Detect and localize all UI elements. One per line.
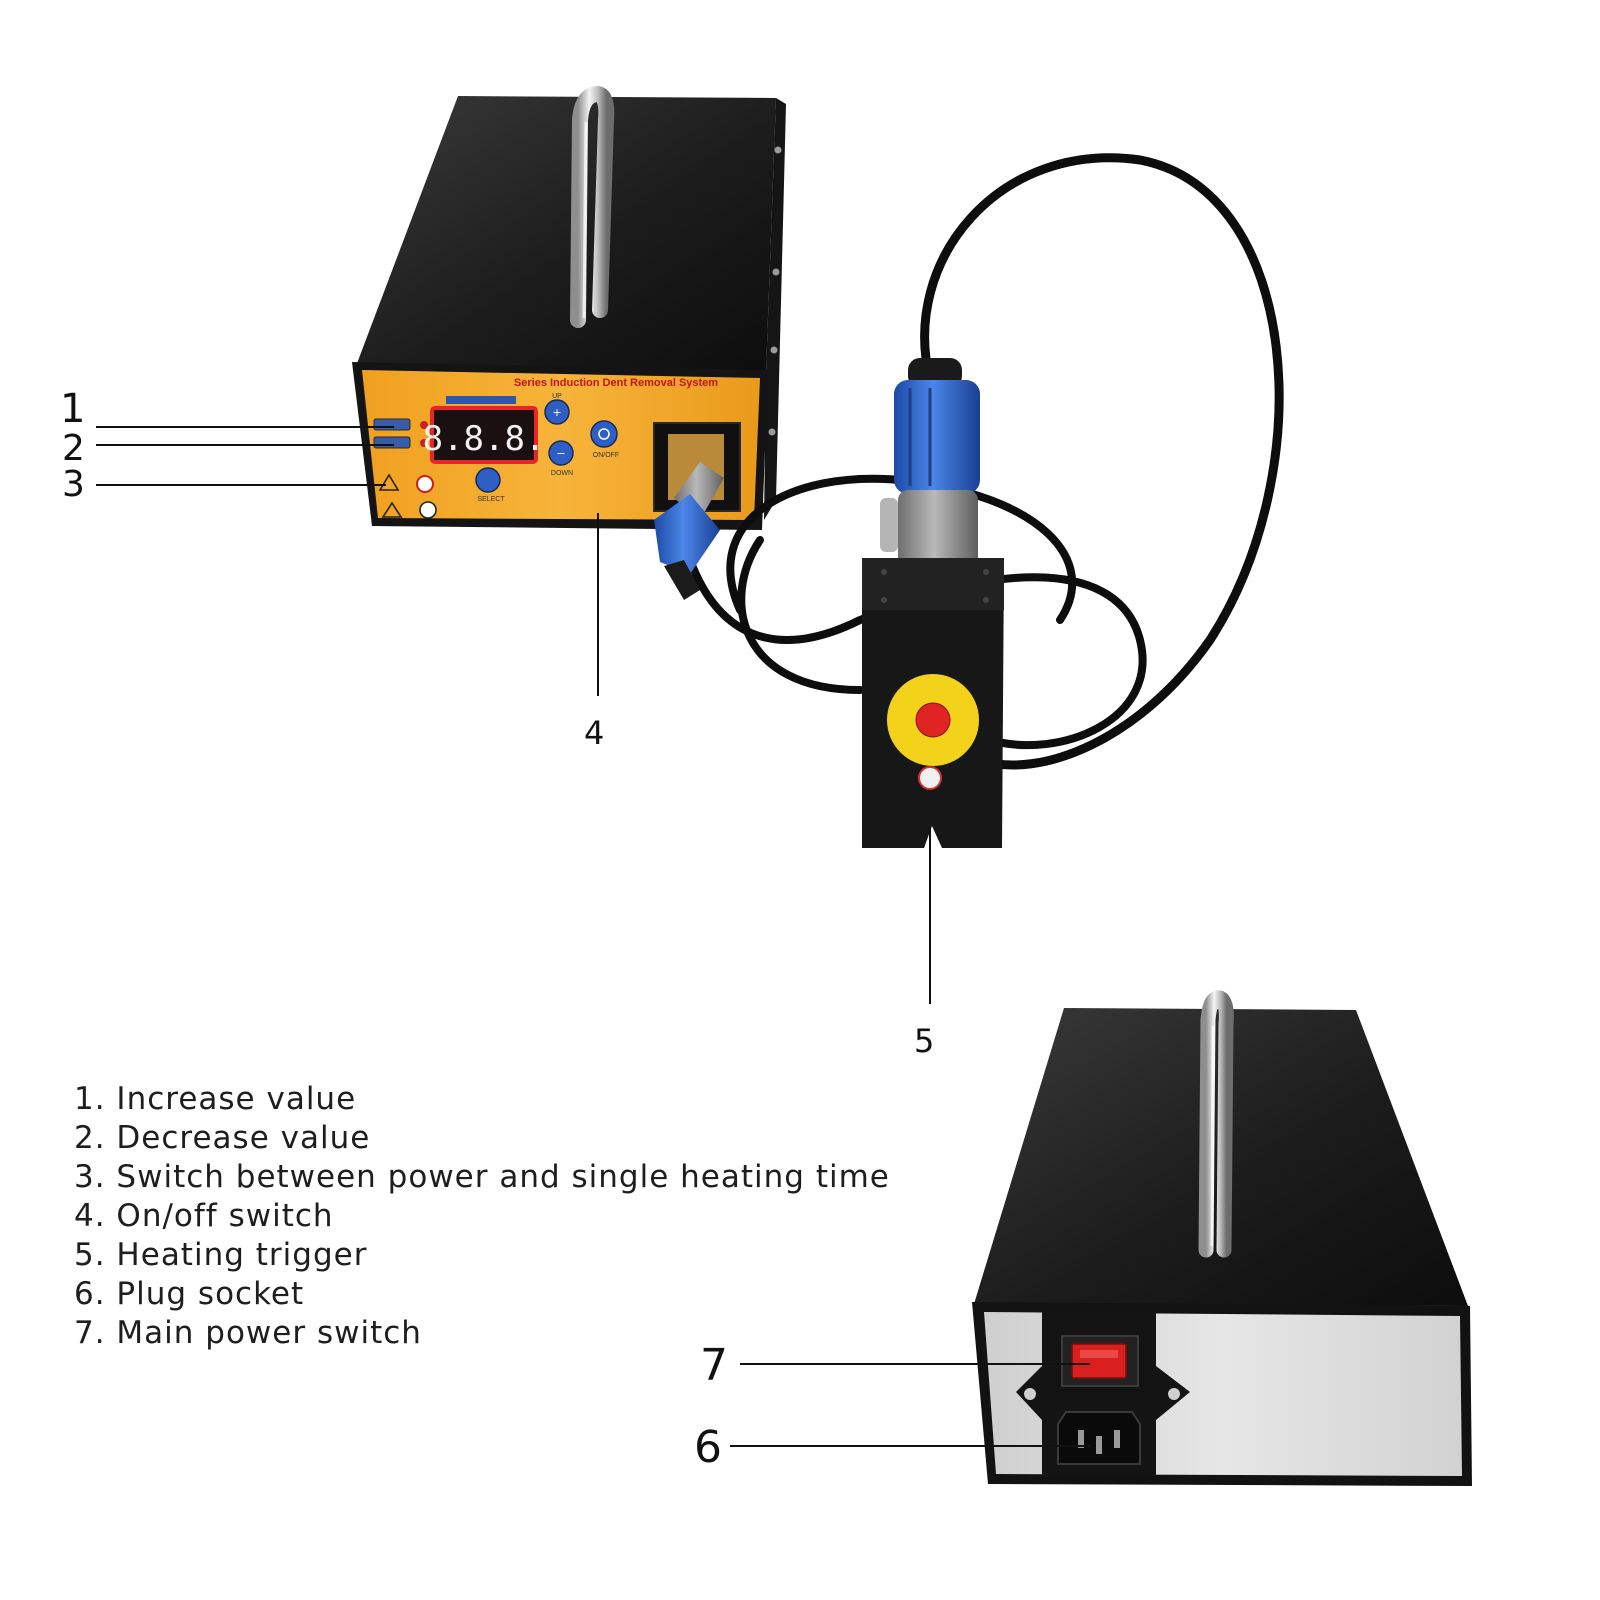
cable-loop-front — [737, 536, 864, 694]
callout-number-6: 6 — [694, 1422, 722, 1473]
decrease-button[interactable] — [373, 436, 411, 449]
increase-button[interactable] — [373, 418, 411, 431]
heating-handpiece — [862, 358, 1004, 848]
callout-numbers: 1 2 3 4 5 7 6 — [60, 386, 934, 1473]
no-pacemaker-icon-1 — [416, 475, 434, 493]
panel-connector — [654, 462, 724, 600]
label-up: UP — [552, 393, 562, 400]
warning-icon-2 — [381, 501, 403, 518]
legend-item: 6. Plug socket — [74, 1276, 305, 1312]
panel-connector-blue — [654, 494, 720, 574]
display-reading: 8.8.8. — [423, 419, 546, 459]
callout-lines — [96, 426, 1090, 1447]
no-pacemaker-icon-2 — [419, 501, 437, 519]
label-down: DOWN — [551, 470, 573, 477]
handpiece-indicator-icon — [918, 766, 942, 790]
cable-loop-middle — [686, 556, 1147, 750]
svg-text:+: + — [552, 406, 561, 419]
main-power-switch[interactable] — [1071, 1343, 1127, 1379]
legend-list: 1. Increase value 2. Decrease value 3. S… — [74, 1080, 890, 1353]
callout-number-2: 2 — [62, 428, 85, 469]
up-button[interactable] — [544, 399, 570, 425]
power-icon — [598, 428, 610, 440]
legend-item: 1. Increase value — [74, 1081, 357, 1117]
select-button[interactable] — [475, 467, 501, 493]
legend-item: 5. Heating trigger — [74, 1237, 368, 1273]
label-onoff: ON/OFF — [593, 452, 619, 459]
down-button[interactable] — [548, 440, 574, 466]
cables — [686, 153, 1284, 770]
legend-item: 7. Main power switch — [74, 1315, 422, 1351]
callout-number-4: 4 — [584, 714, 604, 752]
callout-number-3: 3 — [62, 464, 85, 505]
callout-number-5: 5 — [914, 1022, 934, 1060]
rear-unit — [972, 990, 1472, 1486]
front-unit-side — [764, 98, 786, 520]
indicator-led-2 — [420, 439, 428, 447]
svg-text:−: − — [556, 447, 565, 460]
legend-item: 3. Switch between power and single heati… — [74, 1159, 890, 1195]
handpiece-connector-blue — [894, 380, 980, 494]
rear-handle — [1198, 990, 1234, 1258]
display-label-strip — [446, 396, 516, 404]
front-handle — [570, 85, 615, 328]
heating-trigger-button[interactable] — [915, 702, 951, 738]
legend-item: 2. Decrease value — [74, 1120, 371, 1156]
label-select: SELECT — [477, 496, 505, 503]
callout-number-7: 7 — [700, 1340, 728, 1391]
legend-item: 4. On/off switch — [74, 1198, 334, 1234]
onoff-button[interactable] — [590, 420, 618, 448]
panel-brand-text: Series Induction Dent Removal System — [514, 377, 718, 389]
warning-icon-1 — [378, 473, 400, 491]
front-unit: Series Induction Dent Removal System 8.8… — [352, 85, 786, 530]
callout-number-1: 1 — [60, 386, 85, 432]
indicator-led-1 — [420, 421, 428, 429]
digital-display — [430, 406, 538, 464]
front-unit-top — [356, 96, 776, 372]
cable-loop-large — [920, 153, 1284, 770]
